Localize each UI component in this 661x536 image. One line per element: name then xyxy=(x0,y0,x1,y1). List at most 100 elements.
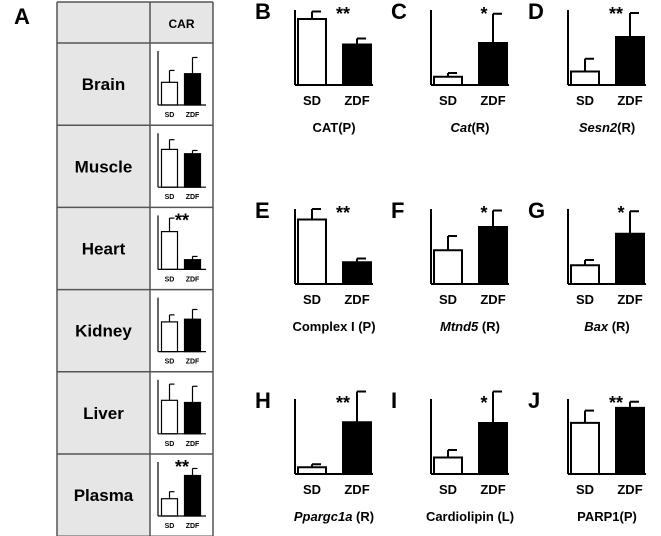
x-tick-zdf: ZDF xyxy=(617,292,642,307)
x-tick-sd: SD xyxy=(576,482,594,497)
bar-sd xyxy=(433,249,463,285)
bar-zdf xyxy=(342,421,372,475)
x-axis-label-part: (R) xyxy=(478,319,500,334)
x-tick-zdf: ZDF xyxy=(480,292,505,307)
panel-letter-d: D xyxy=(528,0,544,24)
x-tick-zdf: ZDF xyxy=(186,112,200,119)
bar-sd xyxy=(433,75,463,86)
row-label-muscle: Muscle xyxy=(75,157,133,176)
bar-sd xyxy=(297,466,327,475)
x-axis-label: PARP1(P) xyxy=(577,509,637,524)
x-tick-zdf: ZDF xyxy=(344,93,369,108)
bar-zdf xyxy=(615,406,645,476)
row-label-kidney: Kidney xyxy=(75,322,132,341)
significance-stars: ** xyxy=(336,4,350,24)
x-axis-label-part: Mtnd5 xyxy=(440,319,479,334)
x-tick-zdf: ZDF xyxy=(617,93,642,108)
mini-chart-plasma: SD ZDF ** xyxy=(157,457,206,530)
significance-stars: * xyxy=(480,4,487,24)
x-axis-label: Sesn2(R) xyxy=(579,120,635,135)
significance-stars: ** xyxy=(609,393,623,413)
x-tick-zdf: ZDF xyxy=(186,194,200,201)
x-tick-sd: SD xyxy=(303,292,321,307)
x-tick-zdf: ZDF xyxy=(186,441,200,448)
table-header-bg xyxy=(57,2,213,43)
bar-sd xyxy=(160,321,179,353)
x-axis-label-part: (R) xyxy=(608,319,630,334)
x-axis-label: Bax (R) xyxy=(584,319,630,334)
bar-sd xyxy=(160,498,179,517)
significance-stars: ** xyxy=(336,203,350,223)
x-tick-zdf: ZDF xyxy=(186,523,200,530)
bar-sd xyxy=(160,231,179,271)
x-axis-label: CAT(P) xyxy=(312,120,355,135)
x-axis-label-part: (R) xyxy=(471,120,489,135)
bar-sd xyxy=(160,148,179,188)
bar-sd xyxy=(297,18,327,86)
x-axis-label-part: Ppargc1a xyxy=(294,509,353,524)
x-tick-zdf: ZDF xyxy=(480,93,505,108)
bar-zdf xyxy=(183,474,202,517)
bar-sd xyxy=(570,70,600,86)
panel-letter-h: H xyxy=(255,388,271,413)
x-axis-label-part: Cat xyxy=(451,120,473,135)
panel-letter-e: E xyxy=(255,198,270,223)
bar-sd xyxy=(570,264,600,285)
x-axis-label: Complex I (P) xyxy=(292,319,375,334)
x-tick-sd: SD xyxy=(165,276,175,283)
bar-zdf xyxy=(183,401,202,435)
x-axis-label-part: Bax xyxy=(584,319,609,334)
x-tick-sd: SD xyxy=(439,482,457,497)
bar-sd xyxy=(433,456,463,475)
x-tick-sd: SD xyxy=(303,482,321,497)
column-header: CAR xyxy=(169,17,195,31)
x-tick-sd: SD xyxy=(303,93,321,108)
bar-zdf xyxy=(615,232,645,285)
panel-letter-a: A xyxy=(14,4,30,29)
panel-d: D SD ZDF ** Sesn2(R) xyxy=(528,0,646,135)
bar-sd xyxy=(160,81,179,106)
significance-stars: ** xyxy=(175,457,189,477)
x-tick-zdf: ZDF xyxy=(186,359,200,366)
x-tick-sd: SD xyxy=(576,93,594,108)
row-label-plasma: Plasma xyxy=(74,486,134,505)
x-tick-zdf: ZDF xyxy=(344,482,369,497)
x-tick-sd: SD xyxy=(165,523,175,530)
bar-zdf xyxy=(183,259,202,270)
x-tick-zdf: ZDF xyxy=(186,276,200,283)
x-axis-label: Mtnd5 (R) xyxy=(440,319,500,334)
row-label-heart: Heart xyxy=(82,240,126,259)
bar-zdf xyxy=(183,318,202,353)
row-label-brain: Brain xyxy=(82,75,125,94)
panel-letter-i: I xyxy=(391,388,397,413)
significance-stars: ** xyxy=(609,4,623,24)
x-axis-label-part: (R) xyxy=(617,120,635,135)
bar-sd xyxy=(297,218,327,285)
panel-letter-j: J xyxy=(528,388,540,413)
x-tick-zdf: ZDF xyxy=(480,482,505,497)
bar-zdf xyxy=(615,36,645,86)
x-axis-label: Cardiolipin (L) xyxy=(426,509,514,524)
row-label-liver: Liver xyxy=(83,404,124,423)
bar-zdf xyxy=(478,422,508,475)
panel-letter-g: G xyxy=(528,198,545,223)
bar-zdf xyxy=(342,261,372,285)
significance-stars: * xyxy=(480,203,487,223)
x-axis-label-part: Sesn2 xyxy=(579,120,618,135)
x-tick-sd: SD xyxy=(439,292,457,307)
